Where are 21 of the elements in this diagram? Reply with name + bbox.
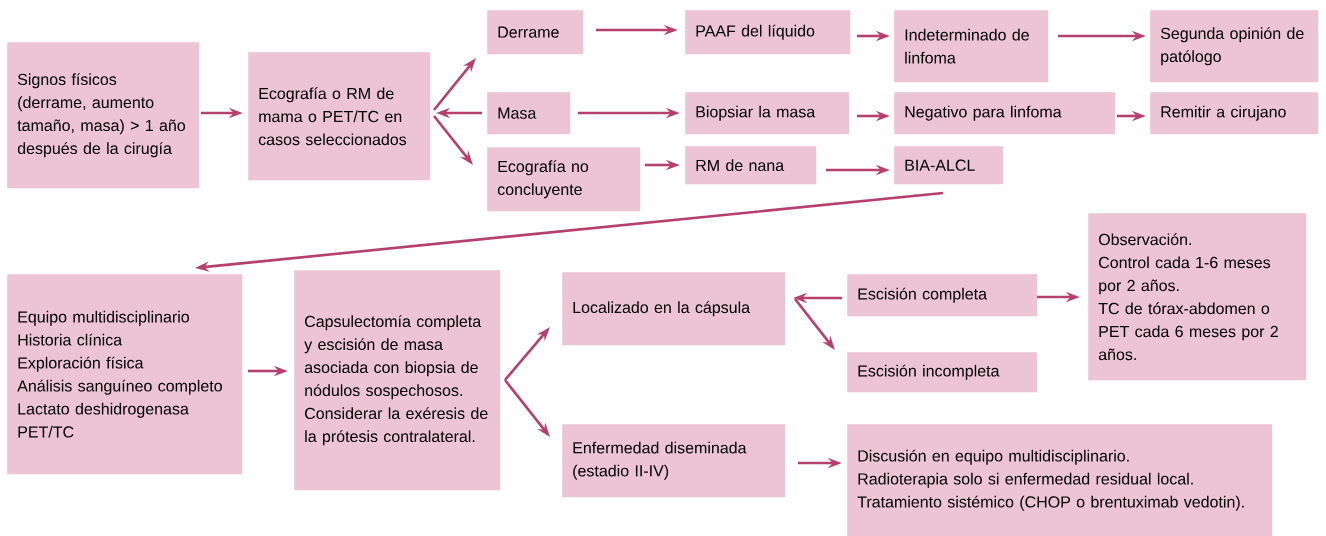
process-box: Discusión en equipo multidisciplinario. Radioterapia solo si enfermedad residual local. Tratamiento sistémico (CHOP o brentuximab vedotin). (847, 424, 1273, 536)
process-box: Segunda opinión de patólogo (1150, 10, 1319, 83)
process-box: Equipo multidisciplinario Historia clínica Exploración física Análisis sanguíneo completo Lactato deshidrogenasa PET/TC (7, 274, 243, 475)
process-box: Escisión completa (847, 274, 1038, 317)
process-box: Capsulectomía completa y escisión de masa asociada con biopsia de nódulos sospechosos. Considerar la exéresis de la prótesis contralateral. (294, 270, 501, 491)
process-box: Masa (487, 92, 571, 135)
process-box: Biopsiar la masa (685, 92, 850, 135)
process-box: Derrame (487, 10, 584, 55)
process-box: Localizado en la cápsula (562, 272, 786, 346)
process-box: Escisión incompleta (847, 352, 1038, 393)
process-box: RM de nana (685, 146, 817, 185)
process-box: Negativo para linfoma (894, 92, 1116, 135)
process-box: Signos físicos (derrame, aumento tamaño, masa) > 1 año después de la cirugía (7, 42, 200, 189)
process-box: PAAF del líquido (685, 10, 851, 55)
process-box: Remitir a cirujano (1150, 92, 1319, 135)
process-box: Observación. Control cada 1-6 meses por 2 años. TC de tórax-abdomen o PET cada 6 meses por 2 años. (1088, 213, 1307, 381)
process-box: BIA-ALCL (894, 146, 1004, 185)
process-box: Ecografía o RM de mama o PET/TC en casos seleccionados (248, 52, 431, 181)
process-box: Enfermedad diseminada (estadio II-IV) (562, 424, 786, 498)
process-box: Indeterminado de linfoma (894, 10, 1049, 83)
process-box: Ecografía no concluyente (487, 147, 641, 212)
